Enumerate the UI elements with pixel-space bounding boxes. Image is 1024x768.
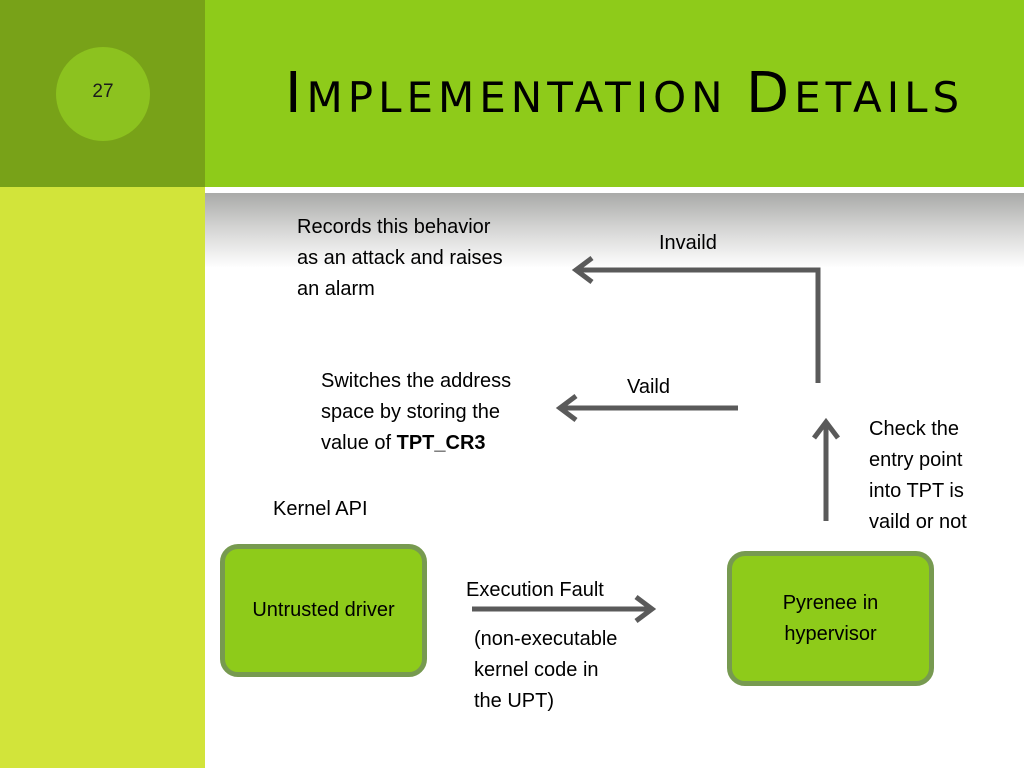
kernel-api-label: Kernel API [273,498,368,520]
untrusted-driver-box: Untrusted driver [220,544,427,677]
valid-arrowhead [555,394,578,422]
slide-number-badge: 27 [56,47,150,141]
check-entry-text: Check the entry point into TPT is vaild … [869,418,967,533]
sidebar-bottom-panel [0,187,205,768]
title-part: ETAILS [794,73,965,122]
execution-fault-arrowhead [634,595,657,623]
pyrenee-hypervisor-box: Pyrenee in hypervisor [727,551,934,686]
switch-address-text: Switches the address space by storing th… [321,366,511,459]
title-divider [205,187,1024,193]
switch-address-text-prefix: Switches the address space by storing th… [321,370,512,454]
pyrenee-label: Pyrenee in hypervisor [782,591,879,645]
invalid-arrowhead [571,256,594,284]
invalid-connector-line [576,267,821,383]
content-gradient-band [205,193,1024,268]
valid-label: Vaild [627,376,670,398]
title-part: I [285,61,307,126]
untrusted-driver-label: Untrusted driver [252,599,395,621]
invalid-label: Invaild [659,232,717,254]
check-arrowhead [812,417,840,440]
fault-note-text: (non-executable kernel code in the UPT) [474,628,618,712]
title-part: D [745,61,795,126]
tpt-cr3-label: TPT_CR3 [396,432,486,454]
slide-number: 27 [92,81,114,102]
execution-fault-label: Execution Fault [466,579,604,601]
title-bar [205,0,1024,187]
title-part: MPLEMENTATION [306,73,746,122]
alarm-text: Records this behavior as an attack and r… [297,216,503,300]
slide-title: IMPLEMENTATION DETAILS [285,58,964,134]
